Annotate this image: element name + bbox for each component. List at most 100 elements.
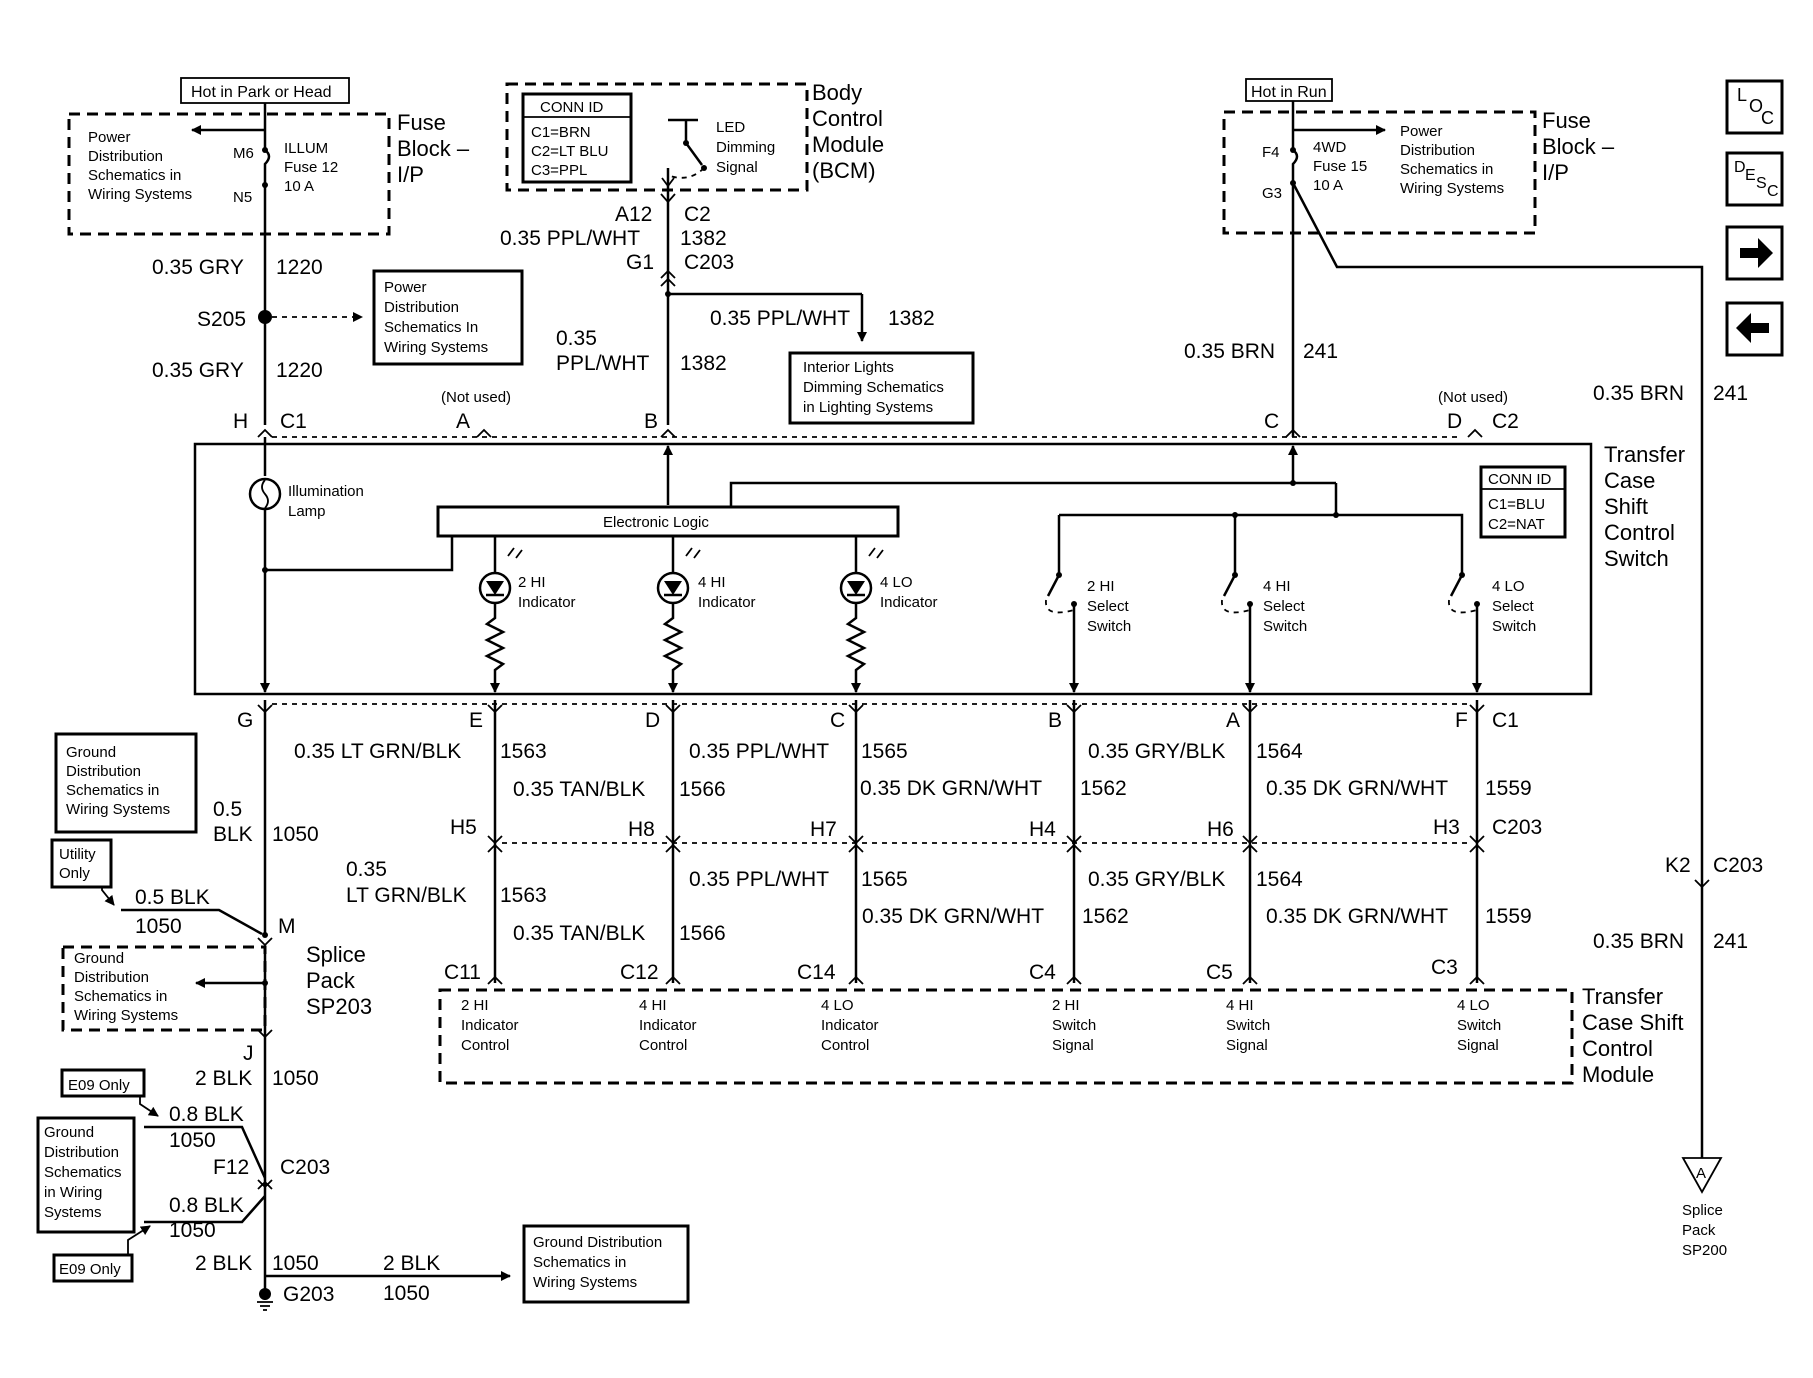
splice-pin-j: J — [243, 1042, 254, 1065]
next-page-button[interactable] — [1725, 225, 1784, 281]
resistor-4hi — [662, 603, 684, 693]
hot-in-run-label: Hot in Run — [1251, 84, 1327, 101]
wire-1559-low-circuit: 1559 — [1485, 905, 1532, 928]
fuse-block-right: Hot in Run Fuse Block – I/P F4 G3 4WD Fu… — [1222, 78, 1615, 235]
fuse-right-pin-g3: G3 — [1262, 185, 1282, 202]
c1-pin-h: H — [233, 410, 248, 433]
module-label-0-1: 2 HI — [461, 997, 489, 1014]
ground-dist-1-1: Ground — [66, 744, 116, 761]
ind-2hi-label-2: Indicator — [518, 594, 576, 611]
pin-a-not-used: (Not used) — [441, 389, 511, 406]
module-label-1-1: 4 HI — [639, 997, 667, 1014]
led-dimming-label-1: LED — [716, 119, 745, 136]
c1-pin-g: G — [237, 709, 253, 732]
power-dist-right-4: Wiring Systems — [1400, 180, 1504, 197]
utility-wire-circuit: 1050 — [135, 915, 182, 938]
e09-wire-bottom — [144, 1195, 266, 1224]
prev-page-button[interactable] — [1725, 301, 1784, 357]
power-dist-mid-box — [372, 269, 524, 366]
wire-1220-size-1: 0.35 GRY — [152, 256, 244, 279]
utility-only-2: Only — [59, 865, 90, 882]
desc-button[interactable]: D E S C — [1725, 151, 1784, 207]
ground-dist-2-box — [36, 1116, 136, 1234]
ground-dist-3-1: Ground Distribution — [533, 1234, 662, 1251]
bcm-box — [505, 82, 809, 192]
ground-dist-3-box — [522, 1224, 690, 1304]
illumination-lamp-label-1: Illumination — [288, 483, 364, 500]
loc-button[interactable]: L O C — [1725, 79, 1784, 135]
ind-4lo-label-1: 4 LO — [880, 574, 913, 591]
wire-1565-circuit: 1565 — [861, 740, 908, 763]
ground-dist-1-box — [54, 732, 198, 834]
wire-241-right-size: 0.35 BRN — [1593, 382, 1684, 405]
splice-title-3: SP203 — [306, 994, 372, 1019]
bcm: CONN ID C1=BRN C2=LT BLU C3=PPL LED Dimm… — [505, 80, 884, 192]
loc-letter-l: L — [1737, 85, 1747, 105]
wire-1564-low-size: 0.35 GRY/BLK — [1088, 868, 1225, 891]
power-dist-right-1: Power — [1400, 123, 1443, 140]
utility-wire-1050 — [121, 908, 263, 936]
wire-1562-low-size: 0.35 DK GRN/WHT — [862, 905, 1044, 928]
c1-bottom-label: C1 — [1492, 709, 1519, 732]
wire-1382-size-low-2: PPL/WHT — [556, 352, 650, 375]
c2-pin-c: C — [1264, 410, 1279, 433]
bcm-pin-a12: A12 — [615, 203, 652, 226]
wire-1050-2blk-circuit: 1050 — [272, 1067, 319, 1090]
splice-title-2: Pack — [306, 968, 356, 993]
switch-conn-id-box — [1479, 465, 1567, 539]
ground-g203-node — [259, 1288, 271, 1300]
c203-pin-h4: H4 — [1029, 818, 1056, 841]
interior-lights-3: in Lighting Systems — [803, 399, 933, 416]
splice-ground-1: Ground — [74, 950, 124, 967]
interior-lights-box — [788, 351, 975, 425]
transfer-switch-title-3: Shift — [1604, 494, 1648, 519]
transfer-switch-title-4: Control — [1604, 520, 1675, 545]
resistor-2hi — [484, 603, 506, 693]
sw-4hi-label-3: Switch — [1263, 618, 1307, 635]
bcm-conn-c2: C2 — [684, 203, 711, 226]
power-dist-left-4: Wiring Systems — [88, 186, 192, 203]
module-label-3-3: Signal — [1052, 1037, 1094, 1054]
wire-241-low-size: 0.35 BRN — [1593, 930, 1684, 953]
splice-sp200-label-1: Splice — [1682, 1202, 1723, 1219]
power-dist-right-2: Distribution — [1400, 142, 1475, 159]
interior-lights-2: Dimming Schematics — [803, 379, 944, 396]
ground-dist-1-3: Schematics in — [66, 782, 159, 799]
bcm-conn-id-3: C3=PPL — [531, 162, 587, 179]
wire-1220-circuit-1: 1220 — [276, 256, 323, 279]
module-label-5-1: 4 LO — [1457, 997, 1490, 1014]
fuse-block-left: Hot in Park or Head Fuse Block – I/P Pow… — [67, 77, 470, 236]
wire-1565-low-size: 0.35 PPL/WHT — [689, 868, 829, 891]
fuse-left-pin-n5: N5 — [233, 189, 252, 206]
module-label-5-2: Switch — [1457, 1017, 1501, 1034]
indicator-4lo: 4 LO Indicator — [839, 536, 938, 693]
ind-4hi-label-1: 4 HI — [698, 574, 726, 591]
ground-dist-2-2: Distribution — [44, 1144, 119, 1161]
fuse-12-label-2: Fuse 12 — [284, 159, 338, 176]
e09-wire-bottom-circuit: 1050 — [169, 1219, 216, 1242]
hot-in-park-label: Hot in Park or Head — [191, 84, 332, 101]
c203-pin-f12: F12 — [213, 1156, 249, 1179]
wire-1565-low-circuit: 1565 — [861, 868, 908, 891]
transfer-switch-box — [193, 442, 1593, 696]
splice-sp200-symbol — [1681, 1157, 1723, 1194]
wire-241-right-circuit: 241 — [1713, 382, 1748, 405]
wire-241-size: 0.35 BRN — [1184, 340, 1275, 363]
ground-dist-1-2: Distribution — [66, 763, 141, 780]
loc-letter-c: C — [1761, 108, 1774, 128]
wire-241-low-circuit: 241 — [1713, 930, 1748, 953]
power-dist-mid-4: Wiring Systems — [384, 339, 488, 356]
fuse-block-right-title-2: Block – — [1542, 134, 1615, 159]
c1-pin-f: F — [1455, 709, 1468, 732]
wire-1050-branch-size: 2 BLK — [383, 1252, 440, 1275]
select-switch-2hi: 2 HI Select Switch — [1045, 570, 1131, 693]
module-label-4-1: 4 HI — [1226, 997, 1254, 1014]
wire-1382-branch-circuit: 1382 — [888, 307, 935, 330]
splice-ground-3: Schematics in — [74, 988, 167, 1005]
ground-g203-label: G203 — [283, 1283, 334, 1306]
module-title-2: Case Shift — [1582, 1010, 1684, 1035]
splice-sp200-label-2: Pack — [1682, 1222, 1716, 1239]
e09-only-bottom: E09 Only — [59, 1261, 121, 1278]
module-pin-c4: C4 — [1029, 961, 1056, 984]
ground-dist-1-4: Wiring Systems — [66, 801, 170, 818]
